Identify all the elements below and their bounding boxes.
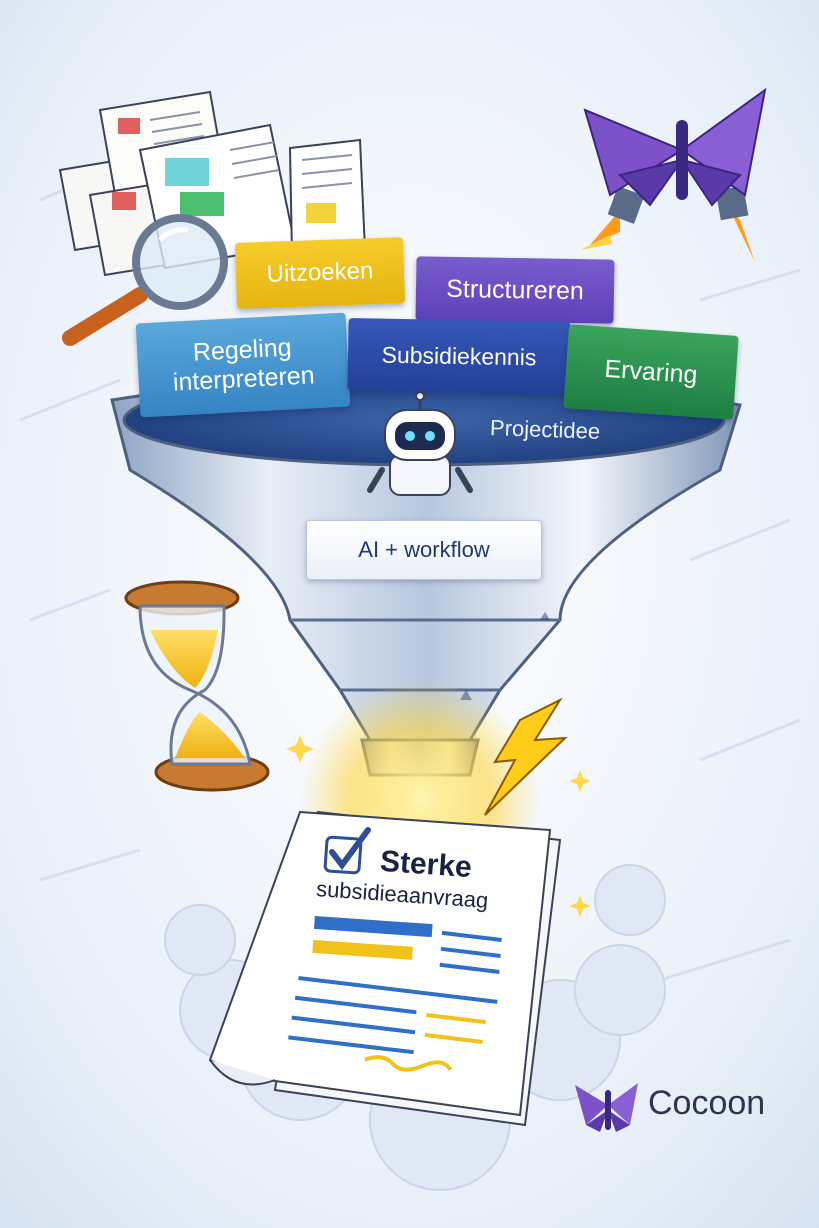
robot-icon [367,391,473,496]
checkbox-icon [323,827,371,875]
lightning-icon [484,697,568,816]
result-document [208,810,562,1127]
butterfly-logo-icon [575,1083,638,1132]
tag-uitzoeken: Uitzoeken [234,237,406,309]
butterfly-rocket-icon [580,87,767,262]
tag-regeling-interpreteren: Regeling interpreteren [135,312,351,418]
hourglass-icon [124,580,270,792]
magnifier-icon [62,214,228,346]
brand-name: Cocoon [648,1084,766,1122]
tag-ervaring: Ervaring [563,324,739,420]
document-title: Sterke [378,844,473,885]
ai-workflow-label: AI + workflow [306,520,542,580]
tag-structureren: Structureren [415,256,615,324]
tag-subsidiekennis: Subsidiekennis [347,318,571,394]
